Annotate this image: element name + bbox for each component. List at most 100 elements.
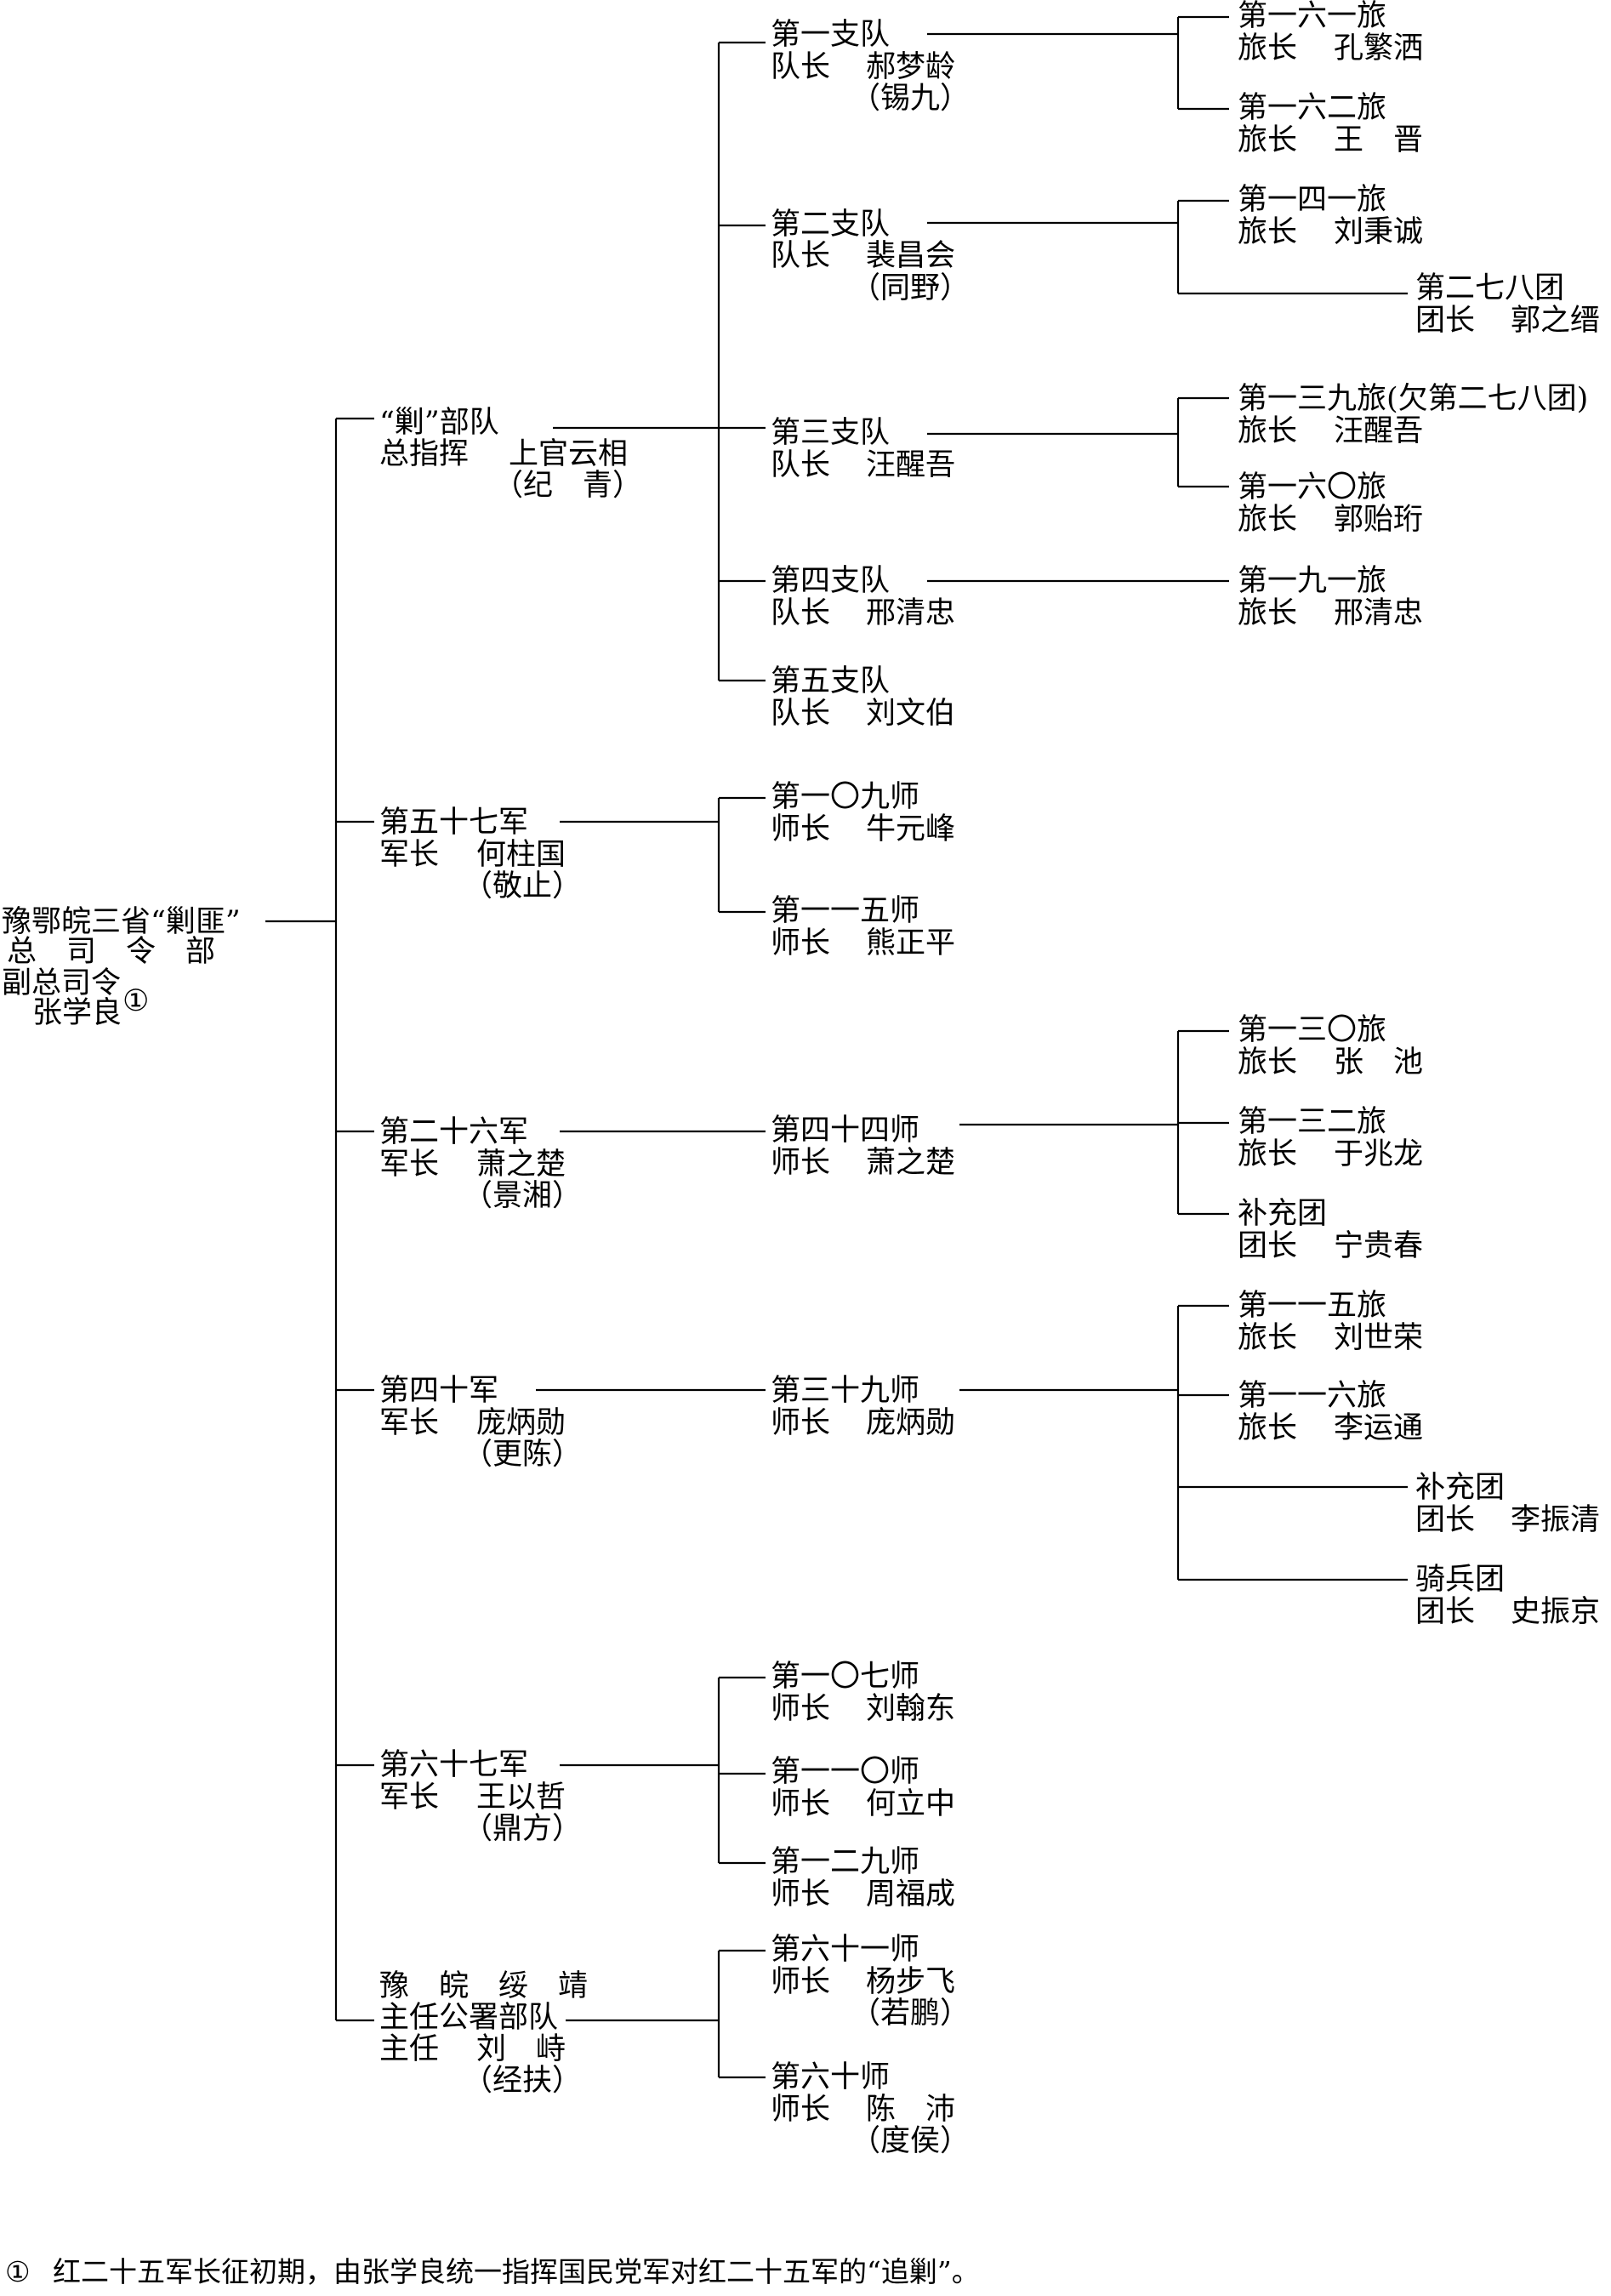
regiment-name: 补充团 — [1415, 1471, 1505, 1505]
unit-role: 军长 — [379, 1406, 439, 1440]
unit-alias: （经扶） — [463, 2064, 582, 2098]
regiment-278: 第二七八团 团长 郭之缙 — [1415, 271, 1600, 338]
brigade-role: 旅长 — [1238, 123, 1297, 157]
detachment-1: 第一支队 队长 郝梦龄 （锡九） — [771, 18, 970, 116]
brigade-role: 旅长 — [1238, 1045, 1297, 1080]
unit-leader: 何柱国 — [476, 838, 566, 872]
footnote-text: 红二十五军长征初期，由张学良统一指挥国民党军对红二十五军的“追剿”。 — [53, 2255, 980, 2288]
brigade-role: 旅长 — [1238, 215, 1297, 249]
brigade-name: 第一三二旅 — [1238, 1105, 1386, 1139]
detachment-leader: 汪醒吾 — [866, 448, 955, 482]
detachment-4: 第四支队 队长 邢清忠 — [771, 564, 955, 630]
division-alias: （若鹏） — [851, 1997, 970, 2031]
root-title: 豫鄂皖三省“剿匪” — [2, 905, 241, 939]
brigade-name: 第一三九旅(欠第二七八团) — [1238, 382, 1588, 416]
division-109: 第一〇九师 师长 牛元峰 — [771, 780, 955, 846]
division-leader: 萧之楚 — [866, 1146, 955, 1180]
unit-alias: （敬止） — [463, 869, 582, 903]
unit-role: 总指挥 — [379, 437, 469, 471]
unit-67th-army: 第六十七军 军长 王以哲 （鼎方） — [379, 1748, 582, 1846]
detachment-role: 队长 — [771, 448, 830, 482]
regiment-role: 团长 — [1415, 304, 1475, 338]
detachment-leader: 邢清忠 — [866, 596, 955, 630]
division-name: 第一〇九师 — [771, 780, 919, 814]
brigade-130: 第一三〇旅 旅长 张 池 — [1238, 1013, 1423, 1080]
unit-name: “剿”部队 — [379, 406, 499, 440]
unit-alias: （纪 青） — [493, 469, 642, 503]
brigade-role: 旅长 — [1238, 1321, 1297, 1355]
regiment-leader: 郭之缙 — [1511, 304, 1600, 338]
regiment-cavalry: 骑兵团 团长 史振京 — [1415, 1563, 1600, 1629]
unit-role: 军长 — [379, 1780, 439, 1815]
regiment-role: 团长 — [1415, 1595, 1475, 1629]
detachment-name: 第一支队 — [771, 18, 890, 52]
division-alias: （度侯） — [851, 2124, 970, 2158]
brigade-name: 第一六二旅 — [1238, 91, 1386, 125]
detachment-role: 队长 — [771, 239, 830, 273]
brigade-160: 第一六〇旅 旅长 郭贻珩 — [1238, 470, 1423, 537]
detachment-leader: 刘文伯 — [866, 697, 955, 731]
division-name: 第六十师 — [771, 2060, 890, 2094]
regiment-leader: 李振清 — [1511, 1503, 1600, 1537]
division-129: 第一二九师 师长 周福成 — [771, 1845, 955, 1911]
brigade-name: 第一六〇旅 — [1238, 470, 1386, 504]
unit-57th-army: 第五十七军 军长 何柱国 （敬止） — [379, 806, 582, 903]
brigade-leader: 孔繁洒 — [1334, 31, 1423, 66]
unit-leader: 上官云相 — [509, 437, 628, 471]
division-leader: 熊正平 — [866, 926, 955, 960]
brigade-139: 第一三九旅(欠第二七八团) 旅长 汪醒吾 — [1238, 382, 1588, 448]
brigade-role: 旅长 — [1238, 1411, 1297, 1445]
detachment-role: 队长 — [771, 50, 830, 84]
regiment-supplementary-39: 补充团 团长 李振清 — [1415, 1471, 1600, 1537]
brigade-name: 第一一五旅 — [1238, 1289, 1386, 1323]
unit-alias: （景湘） — [463, 1179, 582, 1213]
division-leader: 何立中 — [866, 1787, 955, 1821]
unit-leader: 王以哲 — [476, 1780, 566, 1815]
regiment-name: 第二七八团 — [1415, 271, 1564, 305]
detachment-alias: （同野） — [851, 271, 970, 305]
brigade-role: 旅长 — [1238, 414, 1297, 448]
brigade-161: 第一六一旅 旅长 孔繁洒 — [1238, 0, 1423, 66]
brigade-name: 第一九一旅 — [1238, 564, 1386, 598]
division-name: 第一一〇师 — [771, 1755, 919, 1789]
root-note-marker: ① — [122, 984, 149, 1018]
root-subtitle: 总 司 令 部 — [7, 935, 215, 969]
division-110: 第一一〇师 师长 何立中 — [771, 1755, 955, 1821]
unit-name: 第四十军 — [379, 1374, 498, 1408]
regiment-leader: 宁贵春 — [1334, 1229, 1423, 1263]
division-leader: 陈 沛 — [866, 2093, 955, 2127]
unit-role: 主任 — [379, 2032, 439, 2066]
footnote-marker: ① — [5, 2255, 31, 2288]
division-role: 师长 — [771, 926, 830, 960]
brigade-132: 第一三二旅 旅长 于兆龙 — [1238, 1105, 1423, 1171]
division-leader: 刘翰东 — [866, 1692, 955, 1726]
unit-leader: 庞炳勋 — [476, 1406, 566, 1440]
division-44: 第四十四师 师长 萧之楚 — [771, 1114, 955, 1180]
division-role: 师长 — [771, 2093, 830, 2127]
brigade-leader: 于兆龙 — [1334, 1137, 1423, 1171]
division-name: 第三十九师 — [771, 1374, 919, 1408]
regiment-role: 团长 — [1238, 1229, 1297, 1263]
connector-lines — [265, 15, 1408, 2079]
brigade-leader: 刘秉诚 — [1334, 215, 1423, 249]
unit-leader: 刘 峙 — [476, 2032, 566, 2066]
detachment-2: 第二支队 队长 裴昌会 （同野） — [771, 208, 970, 305]
unit-leader: 萧之楚 — [476, 1148, 566, 1182]
brigade-name: 第一一六旅 — [1238, 1379, 1386, 1413]
unit-name: 第二十六军 — [379, 1115, 528, 1149]
detachment-3: 第三支队 队长 汪醒吾 — [771, 416, 955, 482]
unit-alias: （更陈） — [463, 1438, 582, 1472]
footnote: ① 红二十五军长征初期，由张学良统一指挥国民党军对红二十五军的“追剿”。 — [5, 2255, 980, 2288]
division-role: 师长 — [771, 1877, 830, 1911]
unit-26th-army: 第二十六军 军长 萧之楚 （景湘） — [379, 1115, 582, 1213]
unit-pursuit-force: “剿”部队 总指挥 上官云相 （纪 青） — [379, 406, 642, 503]
brigade-leader: 汪醒吾 — [1334, 414, 1423, 448]
brigade-name: 第一四一旅 — [1238, 183, 1386, 217]
unit-name: 第六十七军 — [379, 1748, 528, 1782]
unit-prefix: 豫 皖 绥 靖 — [379, 1969, 588, 2003]
brigade-191: 第一九一旅 旅长 邢清忠 — [1238, 564, 1423, 630]
brigade-role: 旅长 — [1238, 503, 1297, 537]
division-leader: 周福成 — [866, 1877, 955, 1911]
brigade-role: 旅长 — [1238, 1137, 1297, 1171]
division-107: 第一〇七师 师长 刘翰东 — [771, 1660, 955, 1726]
